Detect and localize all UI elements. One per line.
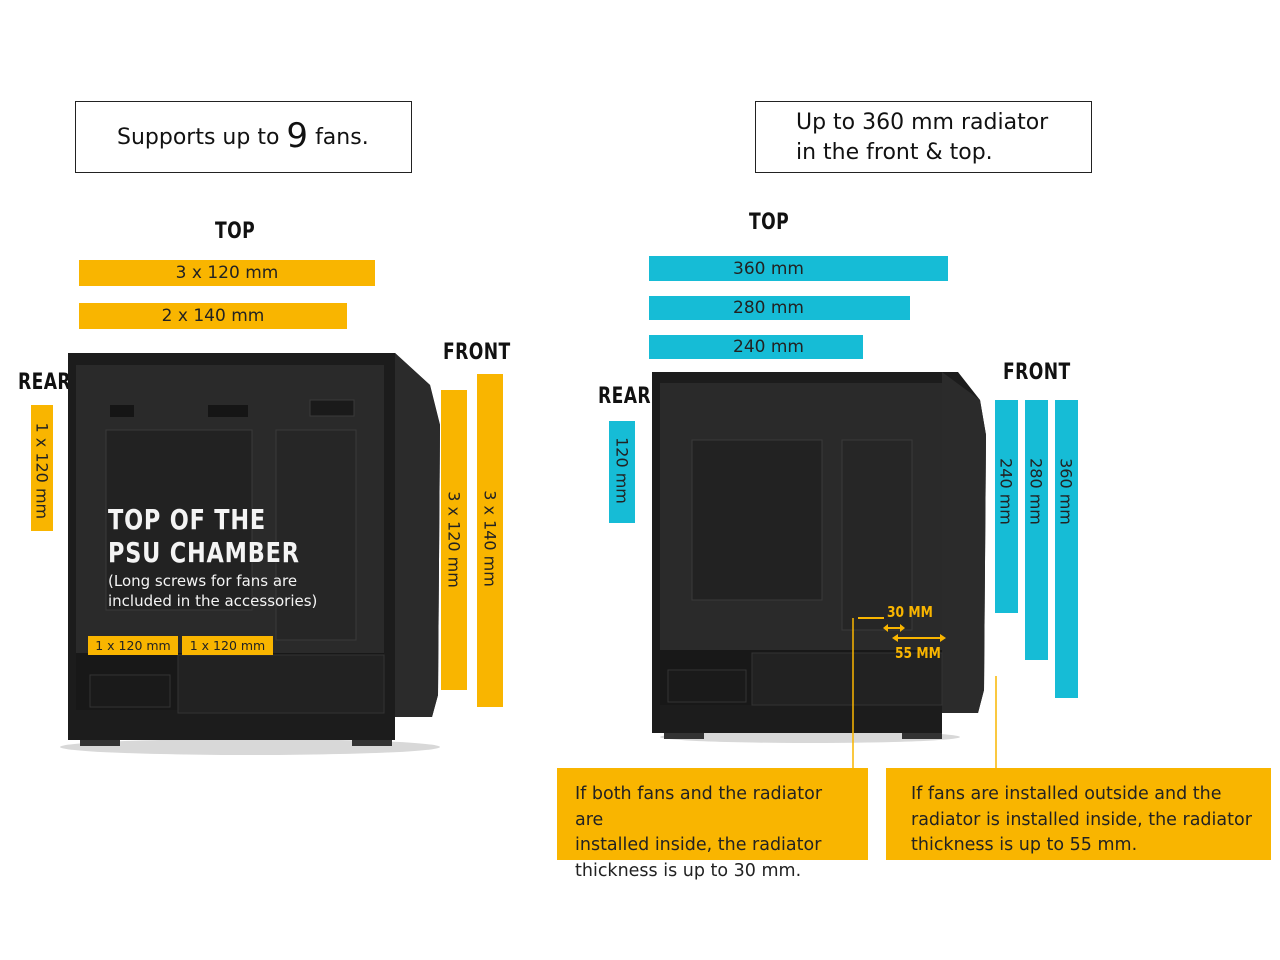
left-top-bar-1: 3 x 120 mm: [79, 260, 375, 286]
left-top-bar-2: 2 x 140 mm: [79, 303, 347, 329]
note-outside-line2: radiator is installed inside, the radiat…: [911, 809, 1252, 830]
right-front-bar-2: 280 mm: [1025, 400, 1048, 660]
left-title-box: Supports up to 9 fans.: [75, 101, 412, 173]
right-top-label: TOP: [749, 210, 790, 235]
right-front-label: FRONT: [1003, 360, 1071, 385]
note-inside-radiator: If both fans and the radiator are instal…: [557, 768, 868, 881]
left-title-suffix: fans.: [315, 125, 369, 150]
left-top-label: TOP: [215, 219, 256, 244]
left-front-bar-2-label: 3 x 140 mm: [480, 490, 500, 587]
left-front-bar-1: 3 x 120 mm: [441, 390, 467, 690]
psu-heading-line1: TOP OF THE: [108, 503, 267, 536]
right-front-bar-1: 240 mm: [995, 400, 1018, 613]
psu-note-line2: included in the accessories): [108, 592, 318, 610]
right-top-bar-2: 280 mm: [649, 296, 910, 320]
left-front-bar-2: 3 x 140 mm: [477, 374, 503, 707]
dim-30mm-label: 30 MM: [887, 603, 933, 621]
left-front-label: FRONT: [443, 340, 511, 365]
left-rear-label: REAR: [18, 370, 71, 395]
psu-heading-line2: PSU CHAMBER: [108, 536, 300, 569]
psu-note-line1: (Long screws for fans are: [108, 572, 298, 590]
right-title-line1: Up to 360 mm radiator: [796, 110, 1049, 135]
note-inside-line3: thickness is up to 30 mm.: [575, 860, 802, 881]
dim-55mm-label: 55 MM: [895, 644, 941, 662]
note-inside-line2: installed inside, the radiator: [575, 835, 822, 855]
right-front-bar-3: 360 mm: [1055, 400, 1078, 698]
note-outside-radiator: If fans are installed outside and the ra…: [886, 768, 1271, 860]
right-case-illustration: [652, 372, 986, 743]
right-top-bar-3: 240 mm: [649, 335, 863, 359]
note-inside-line1: If both fans and the radiator are: [575, 784, 823, 830]
right-front-bar-3-label: 360 mm: [1056, 458, 1076, 525]
note-outside-line3: thickness is up to 55 mm.: [911, 835, 1138, 855]
right-top-bar-1: 360 mm: [649, 256, 948, 281]
left-title-prefix: Supports up to: [117, 125, 280, 150]
right-rear-bar: 120 mm: [609, 421, 635, 523]
left-rear-bar: 1 x 120 mm: [31, 405, 53, 531]
right-title-line2: in the front & top.: [796, 140, 993, 165]
psu-fan-bar-1: 1 x 120 mm: [88, 636, 178, 655]
psu-fan-bar-2: 1 x 120 mm: [182, 636, 273, 655]
right-rear-label: REAR: [598, 384, 651, 409]
note-outside-line1: If fans are installed outside and the: [911, 784, 1222, 804]
right-rear-bar-label: 120 mm: [612, 437, 632, 504]
left-title-number: 9: [286, 116, 309, 156]
right-front-bar-2-label: 280 mm: [1026, 458, 1046, 525]
right-title-box: Up to 360 mm radiator in the front & top…: [755, 101, 1092, 173]
